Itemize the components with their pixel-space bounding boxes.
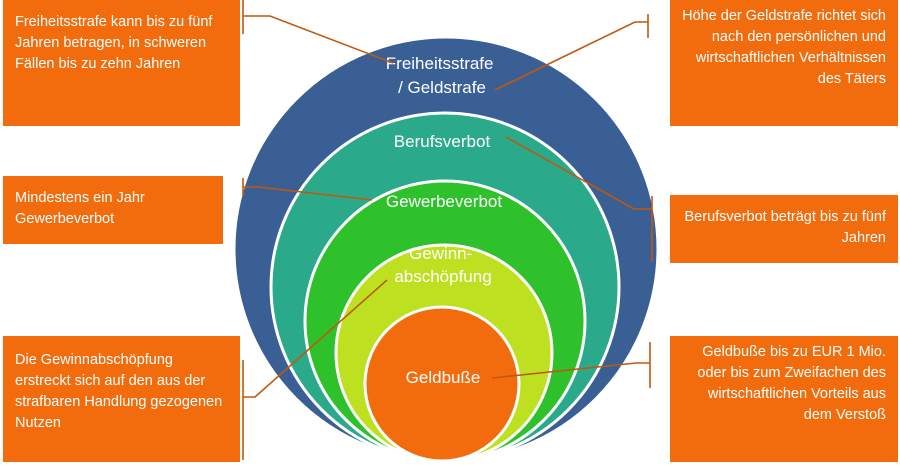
ring-label-freiheitsstrafe: Freiheitsstrafe / Geldstrafe — [386, 54, 498, 97]
ring-label-geldbusse: Geldbuße — [406, 368, 481, 387]
info-box-freiheitsstrafe-text: Freiheitsstrafe kann bis zu fünf Jahren … — [15, 14, 213, 72]
ring-label-gewerbeverbot: Gewerbeverbot — [386, 192, 503, 211]
info-box-berufsverbot: Berufsverbot beträgt bis zu fünf Jahren — [670, 195, 898, 263]
info-box-gewinnabschoepfung-text: Die Gewinnabschöpfung erstreckt sich auf… — [15, 352, 223, 431]
connector-geldbusse-arm — [491, 362, 650, 379]
info-box-geldstrafe-text: Höhe der Geldstrafe richtet sich nach de… — [682, 8, 886, 87]
info-box-geldstrafe: Höhe der Geldstrafe richtet sich nach de… — [670, 0, 898, 126]
connector-lines — [242, 0, 653, 460]
connector-gewerbeverbot-arm — [243, 186, 373, 201]
connector-geldstrafe-arm — [494, 21, 648, 91]
connector-gewinnabschoepfung-arm — [243, 279, 388, 398]
ring-labels-layer: Freiheitsstrafe / Geldstrafe Berufsverbo… — [386, 54, 503, 387]
info-box-freiheitsstrafe: Freiheitsstrafe kann bis zu fünf Jahren … — [3, 0, 240, 126]
info-box-gewerbeverbot-text: Mindestens ein Jahr Gewerbeverbot — [15, 190, 145, 227]
info-box-gewinnabschoepfung: Die Gewinnabschöpfung erstreckt sich auf… — [3, 336, 240, 462]
ring-label-berufsverbot: Berufsverbot — [394, 132, 491, 151]
info-box-berufsverbot-text: Berufsverbot beträgt bis zu fünf Jahren — [684, 209, 887, 246]
info-box-geldbusse-text: Geldbuße bis zu EUR 1 Mio. oder bis zum … — [697, 344, 886, 423]
info-box-gewerbeverbot: Mindestens ein Jahr Gewerbeverbot — [3, 176, 223, 244]
ring-geldbusse — [363, 305, 521, 463]
ring-label-gewinnabschoepfung: Gewinn- abschöpfung — [394, 244, 491, 286]
connector-freiheitsstrafe-arm — [243, 15, 394, 64]
info-box-geldbusse: Geldbuße bis zu EUR 1 Mio. oder bis zum … — [670, 336, 898, 462]
connector-berufsverbot-arm — [505, 136, 652, 210]
